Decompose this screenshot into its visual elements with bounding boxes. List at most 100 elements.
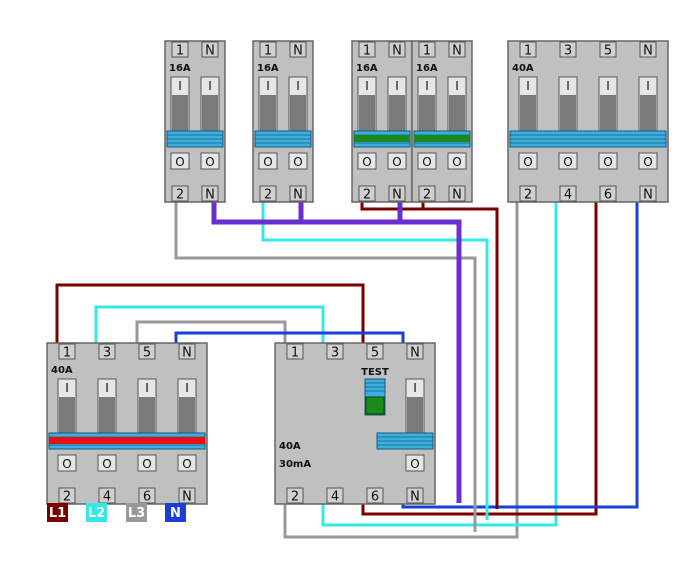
mcb-d-terminal-bottom-0: 2 <box>423 188 431 203</box>
mcb-4p-top-terminal-top-1: 3 <box>564 44 572 59</box>
mcb-c-terminal-bottom-1: N <box>392 188 402 203</box>
rcd-terminal-bottom-0-box <box>286 487 304 504</box>
mcb-d-toggle-0-off-box <box>417 152 437 170</box>
mcb-c-terminal-bottom-1-box <box>388 185 406 202</box>
mcb-4p-top-terminal-top-0-box <box>519 41 537 58</box>
mcb-4p-top-toggle-1-on-label: I <box>566 79 570 93</box>
mcb-c-toggle-0-on-label: I <box>365 79 369 93</box>
mcb-4p-top-toggle-1-lever[interactable] <box>560 95 576 134</box>
mcb-a-terminal-bottom-0-box <box>171 185 189 202</box>
mcb-4p-top-terminal-top-3-box <box>639 41 657 58</box>
mcb-4p-top-toggle-1-off-box <box>558 152 578 170</box>
rcd-toggle-on-label: I <box>413 381 417 395</box>
wire-l2-to-rcd <box>94 305 325 345</box>
main-switch-toggle-0-lever[interactable] <box>59 397 75 436</box>
mcb-a-toggle-1-off-label: O <box>205 155 214 169</box>
rcd-rating: 40A <box>279 441 301 452</box>
main-switch-toggle-3-lever[interactable] <box>179 397 195 436</box>
main-switch-terminal-top-3-box <box>178 343 196 360</box>
wire-rcd-n-blue <box>401 200 639 509</box>
mcb-4p-top-toggle-0-lever[interactable] <box>520 95 536 134</box>
main-switch-toggle-3-off-label: O <box>182 457 191 471</box>
mcb-b-toggle-1-lever[interactable] <box>290 95 306 134</box>
mcb-c-toggle-0-lever[interactable] <box>359 95 375 134</box>
rcd-terminal-top-0: 1 <box>291 346 299 361</box>
rcd-terminal-bottom-3-box <box>406 487 424 504</box>
mcb-d-terminal-top-0-box <box>418 41 436 58</box>
mcb-a-toggle-0-off-label: O <box>175 155 184 169</box>
mcb-b-toggle-1-off-label: O <box>293 155 302 169</box>
main-switch-terminal-bottom-3: N <box>182 490 192 505</box>
rcd-toggle-lever[interactable] <box>407 397 423 436</box>
main-switch-terminal-bottom-2: 6 <box>143 490 151 505</box>
rcd-toggle-off-label: O <box>410 457 419 471</box>
mcb-b-terminal-top-1: N <box>293 44 303 59</box>
wire-l1-to-rcd <box>55 283 365 345</box>
mcb-c-terminal-top-1: N <box>392 44 402 59</box>
mcb-4p-top-terminal-bottom-1-box <box>559 185 577 202</box>
main-switch-toggle-1-off-label: O <box>102 457 111 471</box>
mcb-c-toggle-1-lever[interactable] <box>389 95 405 134</box>
mcb-4p-top-terminal-bottom-2-box <box>599 185 617 202</box>
rcd-test-button[interactable] <box>365 396 385 415</box>
mcb-a-terminal-bottom-1: N <box>205 188 215 203</box>
mcb-4p-top-toggle-2-lever[interactable] <box>600 95 616 134</box>
label-l1: L1 <box>49 506 66 521</box>
mcb-b-toggle-0-lever[interactable] <box>260 95 276 134</box>
mcb-d-rating: 16A <box>416 63 438 74</box>
main-switch-toggle-2-lever[interactable] <box>139 397 155 436</box>
rcd-terminal-bottom-1: 4 <box>331 490 339 505</box>
main-switch-terminal-bottom-0: 2 <box>63 490 71 505</box>
rcd-terminal-top-3: N <box>410 346 420 361</box>
mcb-b-toggle-0-off-label: O <box>263 155 272 169</box>
mcb-4p-top-rating: 40A <box>512 63 534 74</box>
mcb-c-toggle-0-off-box <box>357 152 377 170</box>
wire-rcd-2-grey <box>283 200 519 539</box>
mcb-b-rating: 16A <box>257 63 279 74</box>
main-switch-bar <box>49 437 205 444</box>
mcb-a-toggle-0-lever[interactable] <box>172 95 188 134</box>
mcb-a-rating: 16A <box>169 63 191 74</box>
rcd-terminal-bottom-2-box <box>366 487 384 504</box>
mcb-b-terminal-top-0-box <box>259 41 277 58</box>
mcb-d-toggle-1-off-box <box>447 152 467 170</box>
mcb-d-toggle-0-lever[interactable] <box>419 95 435 134</box>
rcd-test-label: TEST <box>361 367 389 378</box>
mcb-4p-top-toggle-3-lever[interactable] <box>640 95 656 134</box>
wires <box>55 200 639 539</box>
rcd-terminal-top-2: 5 <box>371 346 379 361</box>
mcb-d-terminal-top-0: 1 <box>423 44 431 59</box>
rcd-terminal-top-3-box <box>406 343 424 360</box>
mcb-d-terminal-bottom-1: N <box>452 188 462 203</box>
mcb-b-terminal-top-0: 1 <box>264 44 272 59</box>
mcb-4p-top-toggle-0-off-label: O <box>523 155 532 169</box>
rcd-terminal-top-1-box <box>326 343 344 360</box>
main-switch-toggle-2-off-box <box>137 454 157 472</box>
mcb-b-toggle-1-on-label: I <box>296 79 300 93</box>
mcb-a-toggle-1-lever[interactable] <box>202 95 218 134</box>
main-switch-toggle-1-lever[interactable] <box>99 397 115 436</box>
mcb-4p-top-toggle-3-off-box <box>638 152 658 170</box>
mcb-c-terminal-top-0-box <box>358 41 376 58</box>
mcb-4p-top-terminal-bottom-0-box <box>519 185 537 202</box>
mcb-b-terminal-bottom-0-box <box>259 185 277 202</box>
mcb-4p-top-terminal-bottom-0: 2 <box>524 188 532 203</box>
wire-feed-mcb-a-grey <box>174 200 477 532</box>
label-n: N <box>170 506 181 521</box>
mcb-a-toggle-0-off-box <box>170 152 190 170</box>
mcb-4p-top-terminal-top-2-box <box>599 41 617 58</box>
main-switch-terminal-top-3: N <box>182 346 192 361</box>
mcb-a-terminal-top-0: 1 <box>176 44 184 59</box>
mcb-d-toggle-1-lever[interactable] <box>449 95 465 134</box>
wire-rcd-4-cyan <box>321 200 558 527</box>
mcb-4p-top-terminal-bottom-1: 4 <box>564 188 572 203</box>
main-switch-terminal-top-2: 5 <box>143 346 151 361</box>
mcb-c-terminal-bottom-0-box <box>358 185 376 202</box>
